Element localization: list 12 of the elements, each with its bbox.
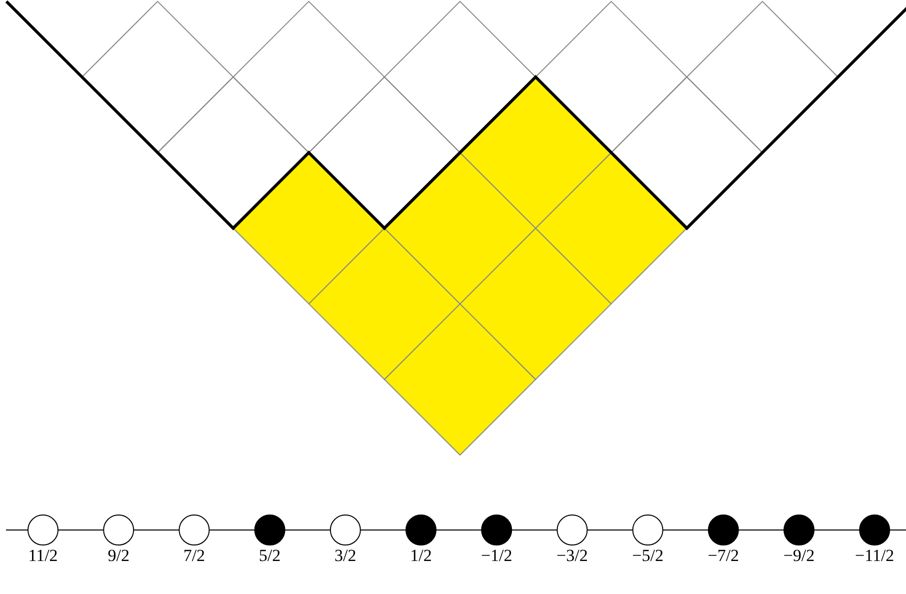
position-label: 7/2: [183, 546, 206, 566]
position-label: −5/2: [632, 546, 664, 566]
position-label: −3/2: [556, 546, 588, 566]
position-label: 1/2: [410, 546, 432, 566]
position-label: −11/2: [855, 546, 894, 566]
position-label: 3/2: [334, 546, 356, 566]
position-label: −9/2: [783, 546, 815, 566]
position-label: −7/2: [708, 546, 740, 566]
position-label: 5/2: [258, 546, 281, 566]
position-label: 11/2: [28, 546, 58, 566]
position-label: 9/2: [108, 546, 130, 566]
position-label: −1/2: [480, 546, 512, 566]
